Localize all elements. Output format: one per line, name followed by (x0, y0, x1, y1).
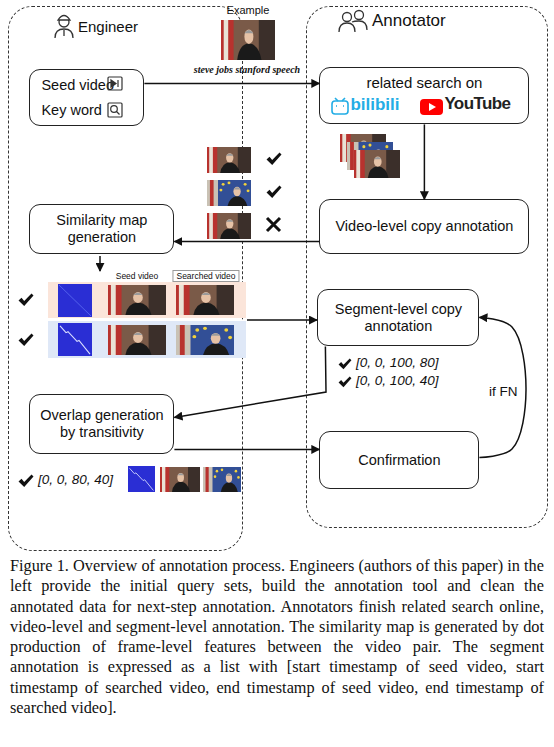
youtube-logo (420, 99, 443, 115)
flow-arrow (174, 241, 319, 243)
searched-thumbnails (354, 150, 400, 178)
figure-caption: Figure 1. Overview of annotation process… (10, 556, 544, 718)
engineer-icon (58, 16, 70, 21)
similarity-map-rows (58, 284, 92, 317)
flow-arrow (424, 124, 426, 199)
node-subtext: YouTube (444, 95, 510, 112)
node-text: related search on (320, 74, 528, 91)
search-icon (108, 103, 122, 117)
edge-label: if FN (489, 384, 518, 399)
figure-label: Example (227, 4, 270, 16)
searched-thumbnails (340, 134, 386, 162)
leader-arrow (99, 256, 101, 271)
leader-arrow (247, 319, 317, 321)
node-text: Confirmation (358, 452, 440, 469)
process-box: Segment-level copy annotation (317, 289, 479, 346)
cross-mark (267, 218, 280, 231)
feedback-arrow (479, 317, 526, 457)
input-box: Seed videoKey word (29, 69, 144, 126)
node-text: Similarity map generation (34, 212, 169, 246)
similarity-map-rows (176, 285, 234, 315)
similarity-map-rows (176, 325, 234, 355)
video-level-results (207, 147, 251, 173)
process-box: related search on bilibili YouTube (319, 67, 529, 124)
edge-label: steve jobs stanford speech (194, 64, 300, 75)
similarity-map-rows (58, 323, 92, 356)
similarity-map-rows (19, 294, 34, 307)
overlap-result (160, 467, 200, 492)
video-level-results (267, 186, 282, 199)
similarity-map-rows (108, 285, 166, 315)
similarity-map-rows (48, 282, 246, 318)
overlap-result (128, 466, 155, 492)
flow-arrow (174, 449, 319, 451)
engineer-icon (55, 29, 73, 38)
process-box: Similarity map generation (29, 204, 174, 254)
video-level-results (207, 180, 251, 206)
bilibili-logo (332, 101, 348, 114)
process-box: Video-level copy annotation (319, 199, 529, 254)
overlap-result (19, 475, 34, 488)
video-icon (108, 77, 122, 90)
annotator-icon (343, 13, 352, 22)
engineer-icon (55, 16, 73, 39)
video-icon (108, 77, 122, 90)
flow-arrow (174, 346, 326, 417)
searched-thumbnails (347, 142, 393, 170)
flow-arrow (144, 83, 319, 85)
video-level-results (267, 153, 282, 166)
node-text: Segment-level copy annotation (322, 301, 474, 335)
annotator-icon (355, 11, 364, 20)
annotator-icon (339, 23, 355, 32)
similarity-map-rows (108, 325, 166, 355)
segment-checks (339, 358, 352, 387)
search-icon (111, 106, 118, 113)
figure-label: Searched video (172, 270, 239, 282)
example-thumbnail (221, 20, 275, 60)
search-icon (117, 112, 120, 115)
bilibili-logo (336, 105, 344, 107)
node-subtext: Key word (41, 102, 101, 119)
similarity-map-rows (48, 321, 246, 358)
overlap-result (19, 466, 242, 492)
process-box: Overlap generation by transitivity (29, 394, 174, 454)
node-text: Engineer (78, 18, 138, 35)
example-thumbnail (221, 20, 275, 60)
figure-label: Seed video (116, 271, 159, 281)
similarity-map-rows (19, 256, 318, 358)
video-icon (111, 80, 116, 87)
annotator-icon (352, 21, 367, 30)
segment-annotation: [0, 0, 80, 40] (38, 472, 113, 487)
engineer-icon (63, 30, 64, 36)
node-text: Video-level copy annotation (335, 218, 513, 235)
segment-checks (339, 358, 352, 369)
node-text: Overlap generation by transitivity (34, 407, 169, 441)
segment-checks (339, 376, 352, 387)
process-box: Confirmation (319, 431, 479, 489)
video-level-results (207, 147, 282, 239)
video-level-results (207, 213, 251, 239)
node-text: Annotator (372, 11, 446, 31)
search-icon (108, 103, 122, 117)
bilibili-logo (335, 98, 345, 101)
swimlane: Annotator related search on bilibili YouTub… (306, 6, 548, 528)
segment-annotation: [0, 0, 100, 40] (356, 373, 439, 388)
searched-thumbnails (340, 134, 400, 178)
segment-annotation: [0, 0, 100, 80] (356, 355, 439, 370)
annotator-icon (339, 11, 367, 33)
node-subtext: bilibili (350, 96, 399, 113)
engineer-icon (59, 17, 69, 27)
youtube-logo (429, 103, 436, 111)
youtube-logo (420, 99, 443, 115)
similarity-map-rows (19, 334, 34, 347)
video-icon (117, 80, 118, 87)
overlap-result (203, 467, 241, 492)
bilibili-logo (332, 98, 348, 114)
node-text: Seed video (41, 77, 114, 94)
